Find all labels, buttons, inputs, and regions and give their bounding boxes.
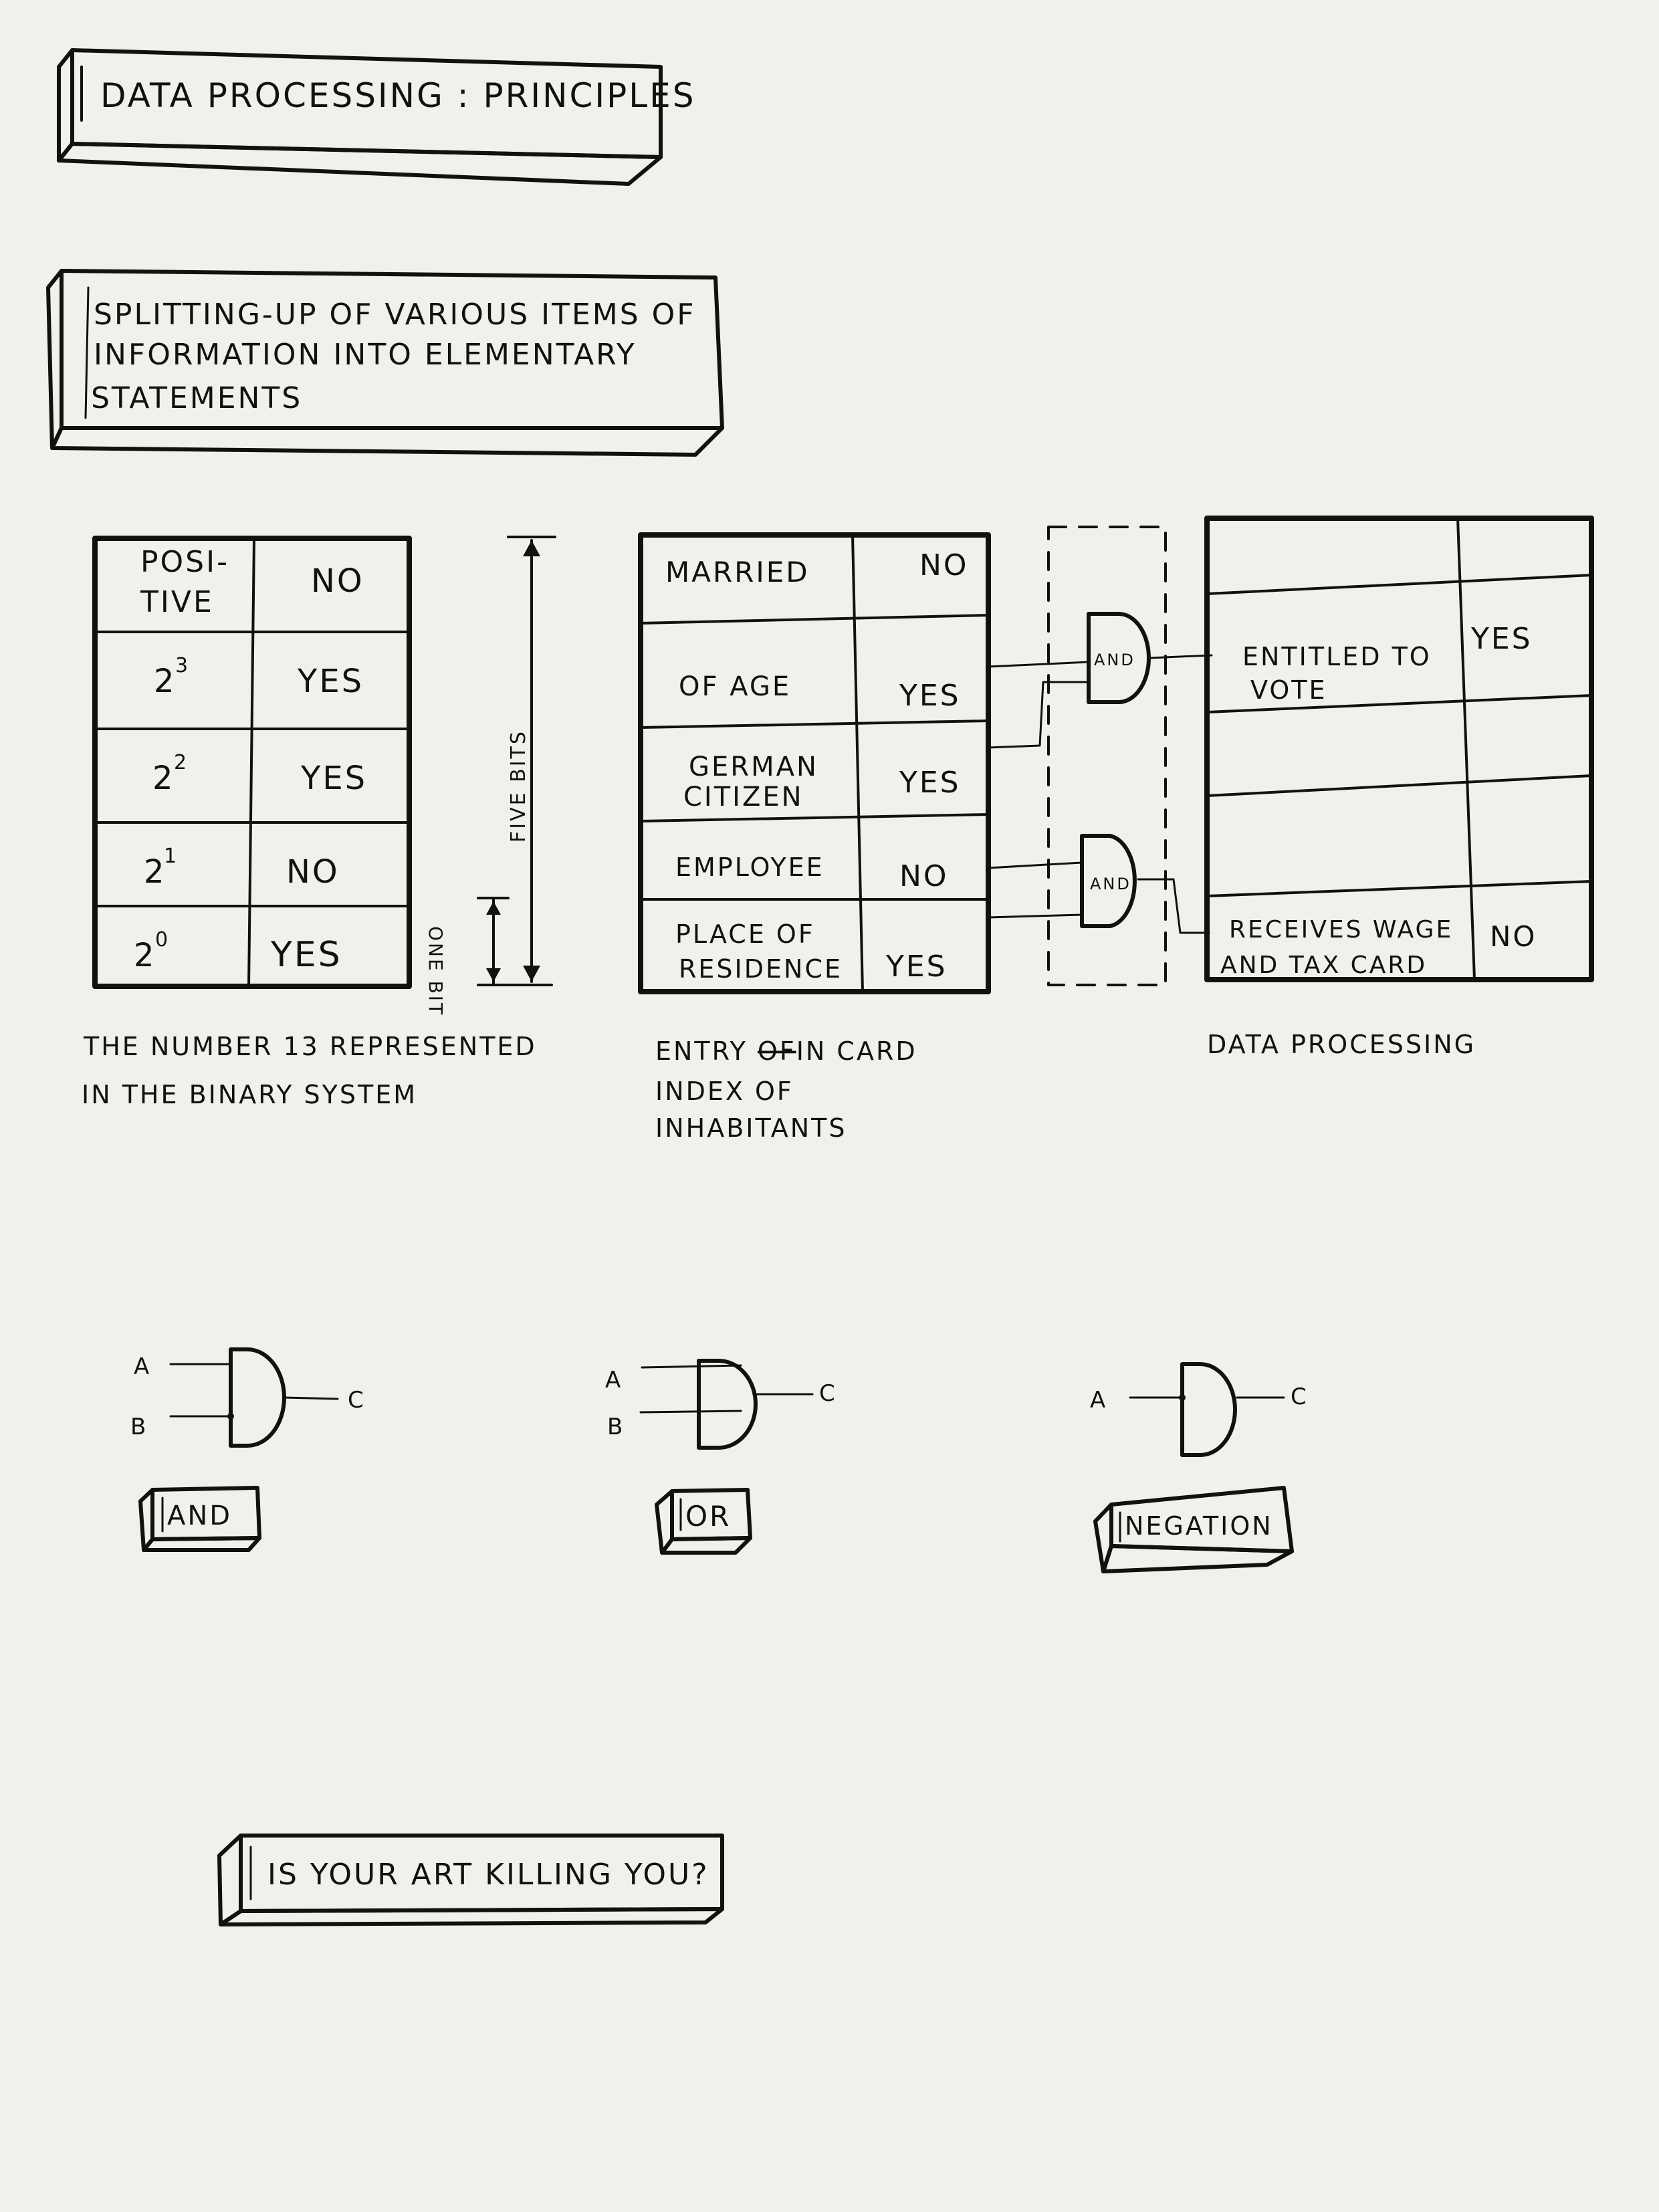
one-bit-label: ONE BIT [425,926,447,1016]
card-row-label: PLACE OF [675,919,815,949]
processing-entry1-label: ENTITLED TO [1242,642,1432,671]
title-box: DATA PROCESSING : PRINCIPLES [57,48,696,186]
and-symbol: A B C [130,1347,366,1448]
wires [987,654,1213,934]
negation-output-c: C [1291,1384,1309,1410]
and-gate-bottom: AND [1080,834,1137,928]
processing-caption: DATA PROCESSING [1207,1030,1476,1059]
binary-caption-line-2: IN THE BINARY SYSTEM [82,1080,417,1109]
card-row-value: YES [899,766,961,800]
binary-header-line-2: TIVE [140,585,214,619]
binary-row-position: 2 [152,760,175,797]
binary-row-value: YES [297,663,364,700]
processing-entry1-value: YES [1470,622,1533,656]
binary-row-exponent: 3 [175,654,190,677]
card-caption-struck: OF [758,1036,796,1066]
card-caption-line-3: INHABITANTS [655,1113,847,1143]
and-input-a: A [134,1353,151,1380]
five-bits-label: FIVE BITS [507,730,530,843]
page-title: DATA PROCESSING : PRINCIPLES [100,76,696,115]
binary-row-value: YES [270,935,342,975]
and-input-b: B [130,1414,148,1440]
binary-row-exponent: 0 [155,928,170,952]
binary-header-value: NO [311,562,364,600]
arrow-head [486,901,501,915]
card-caption-line-2: INDEX OF [655,1077,794,1106]
card-row-label: CITIZEN [683,782,804,812]
arrow-head [523,966,540,982]
binary-row-position: 2 [134,937,156,974]
binary-row-value: YES [300,760,367,797]
binary-table: POSI- TIVE NO 2 3 YES 2 2 YES 2 1 NO 2 0… [92,536,412,989]
card-row-label: OF AGE [679,671,791,702]
or-label-box: OR [655,1488,752,1555]
and-gate-label: AND [1094,651,1135,669]
arrow-head [523,540,540,556]
negation-label-box: NEGATION [1093,1486,1294,1573]
binary-header-line-1: POSI- [140,545,229,579]
or-output-c: C [819,1380,837,1407]
processing-entry2-label: RECEIVES WAGE [1229,916,1453,944]
binary-row-position: 2 [144,853,167,891]
card-row-value: NO [899,859,949,893]
or-input-a: A [605,1367,623,1394]
binary-row-value: NO [286,853,340,891]
card-row-value: NO [919,548,969,582]
processing-entry1-label: VOTE [1250,675,1327,705]
or-label: OR [685,1500,731,1533]
subtitle-line-1: SPLITTING-UP OF VARIOUS ITEMS OF [94,298,696,332]
card-row-label: EMPLOYEE [675,853,824,882]
binary-row-exponent: 1 [164,845,179,868]
input-junction [1179,1394,1186,1401]
card-row-label: GERMAN [689,752,818,782]
card-caption-line-1: ENTRY OFIN CARD [655,1036,917,1066]
or-input-b: B [607,1414,625,1440]
negation-label: NEGATION [1125,1511,1273,1541]
card-caption-rest: IN CARD [796,1036,917,1066]
processing-table: ENTITLED TO VOTE YES RECEIVES WAGE AND T… [1204,516,1594,982]
processing-entry2-label: AND TAX CARD [1220,952,1427,979]
card-row-label: RESIDENCE [679,954,843,984]
card-row-label: MARRIED [665,556,810,588]
binary-caption-line-1: THE NUMBER 13 REPRESENTED [83,1032,537,1061]
negation-symbol: A C [1090,1362,1309,1457]
card-row-value: YES [885,950,948,984]
or-symbol: A B C [605,1359,837,1450]
footer-text: IS YOUR ART KILLING YOU? [267,1858,709,1892]
gate-zone [1047,526,1167,986]
subtitle-box: SPLITTING-UP OF VARIOUS ITEMS OF INFORMA… [46,269,724,457]
processing-entry2-value: NO [1490,920,1537,953]
bit-dimension-lines: FIVE BITS ONE BIT [425,536,556,1016]
negation-input-a: A [1090,1387,1107,1414]
and-gate-label: AND [1090,875,1131,893]
and-label: AND [167,1501,232,1531]
card-caption-entry: ENTRY [655,1036,758,1066]
arrow-head [486,968,501,982]
card-row-value: YES [899,679,961,713]
subtitle-line-2: INFORMATION INTO ELEMENTARY [94,338,637,372]
input-junction [227,1413,234,1420]
binary-row-exponent: 2 [174,751,189,774]
card-index-table: MARRIED NO OF AGE YES GERMAN CITIZEN YES… [638,532,991,994]
footer-box: IS YOUR ART KILLING YOU? [217,1834,724,1926]
subtitle-line-3: STATEMENTS [91,381,302,415]
and-label-box: AND [138,1486,261,1552]
and-output-c: C [348,1387,366,1414]
and-gate-top: AND [1087,612,1151,704]
binary-row-position: 2 [154,663,177,700]
